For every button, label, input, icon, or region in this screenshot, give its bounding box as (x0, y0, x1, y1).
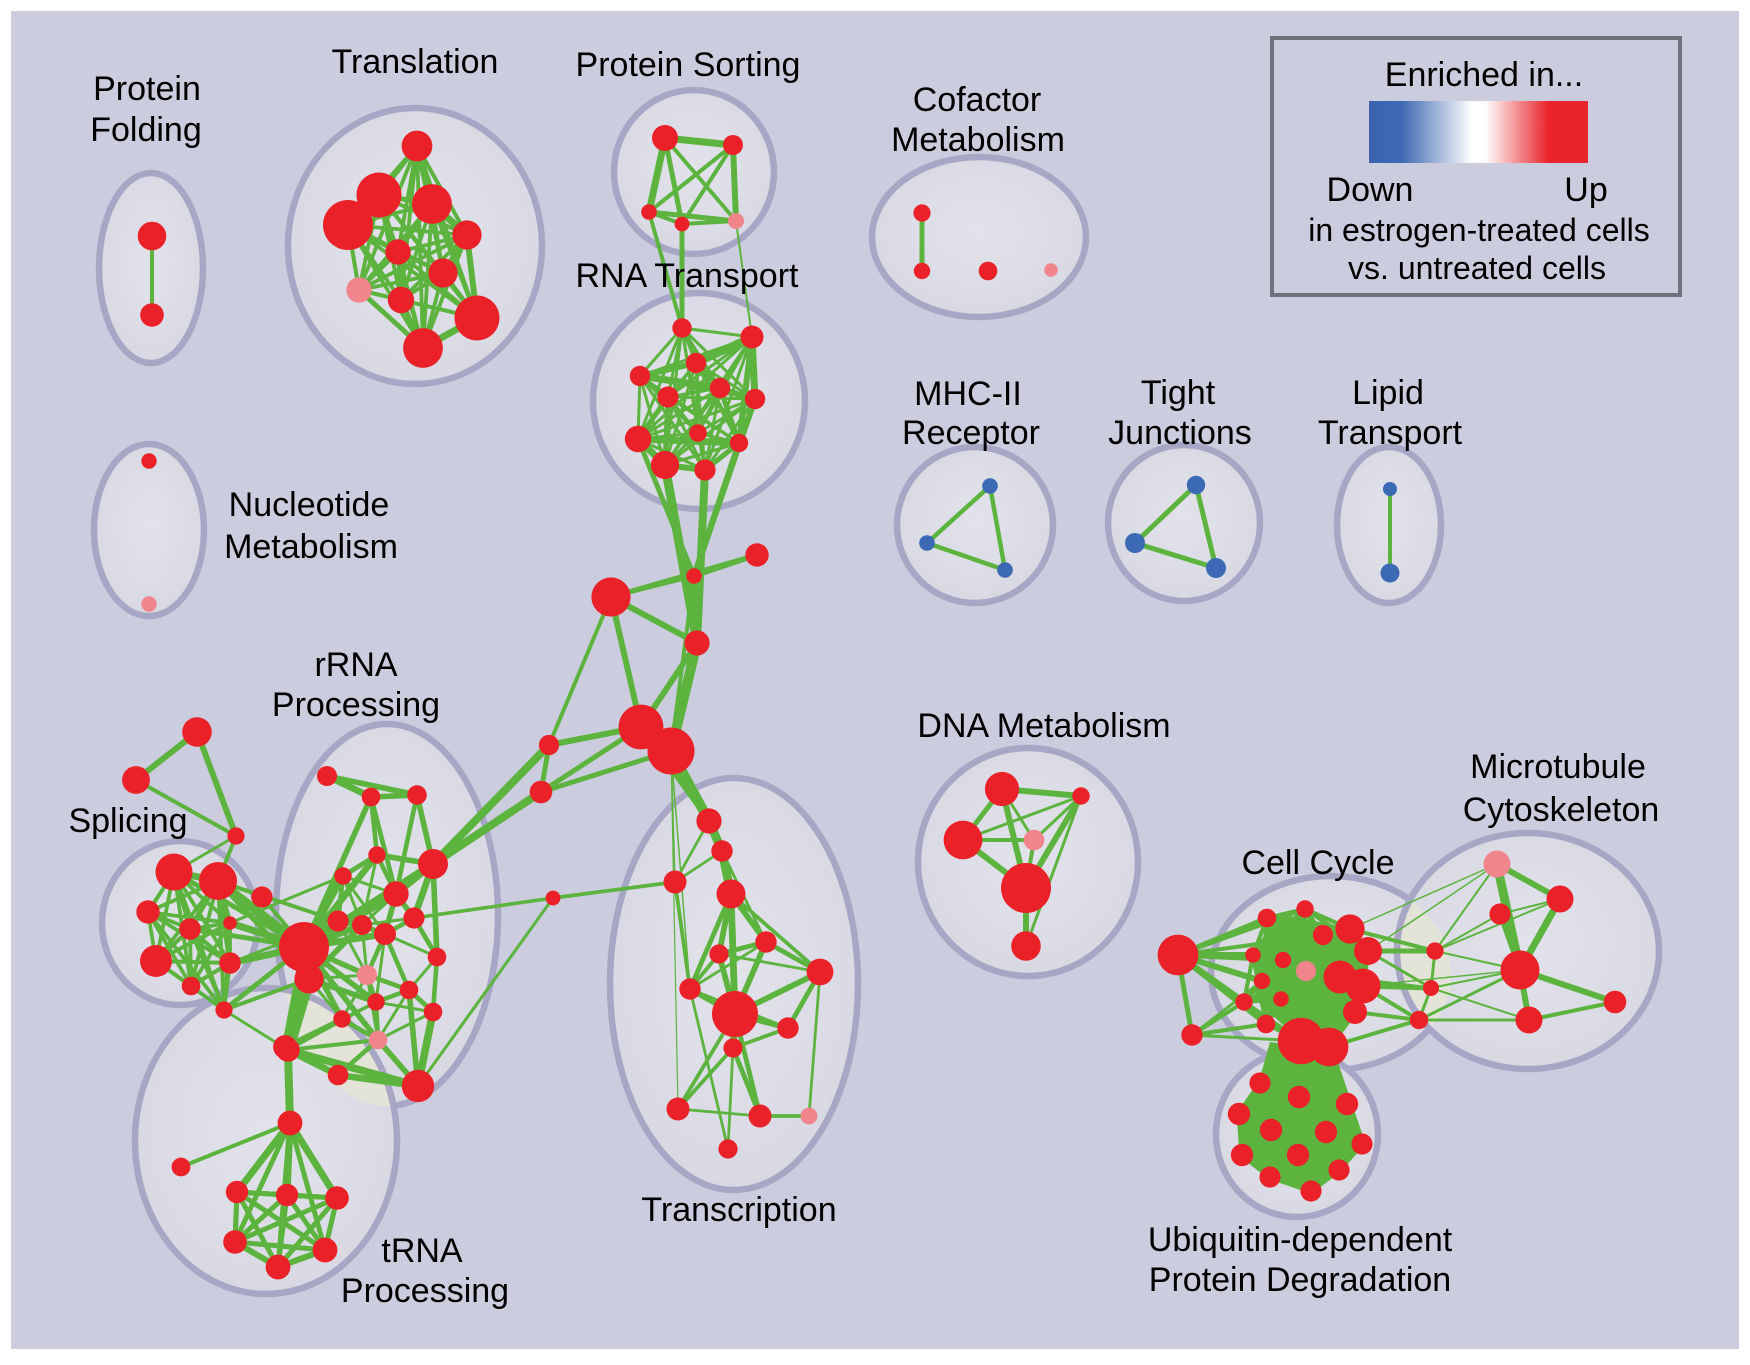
svg-text:Cell Cycle: Cell Cycle (1241, 844, 1394, 882)
svg-text:tRNA: tRNA (381, 1232, 463, 1270)
svg-text:MHC-II: MHC-II (914, 375, 1022, 413)
svg-text:Processing: Processing (272, 686, 440, 724)
svg-text:Metabolism: Metabolism (891, 121, 1065, 159)
svg-text:Protein Degradation: Protein Degradation (1149, 1261, 1451, 1299)
svg-text:rRNA: rRNA (314, 646, 397, 684)
svg-text:Tight: Tight (1141, 374, 1216, 412)
svg-text:Junctions: Junctions (1108, 414, 1252, 452)
svg-text:Up: Up (1564, 171, 1607, 209)
svg-text:Cytoskeleton: Cytoskeleton (1463, 791, 1660, 829)
svg-text:Cofactor: Cofactor (913, 81, 1042, 119)
svg-text:DNA Metabolism: DNA Metabolism (917, 707, 1170, 745)
svg-text:Lipid: Lipid (1352, 374, 1424, 412)
svg-text:Folding: Folding (90, 111, 202, 149)
svg-text:Translation: Translation (332, 43, 499, 81)
svg-text:Protein Sorting: Protein Sorting (576, 46, 801, 84)
svg-text:RNA Transport: RNA Transport (576, 257, 800, 295)
svg-text:Ubiquitin-dependent: Ubiquitin-dependent (1148, 1221, 1453, 1259)
svg-text:Nucleotide: Nucleotide (229, 486, 390, 524)
svg-text:vs. untreated cells: vs. untreated cells (1348, 250, 1606, 286)
svg-text:Enriched in...: Enriched in... (1385, 56, 1583, 94)
svg-text:in estrogen-treated cells: in estrogen-treated cells (1308, 212, 1650, 248)
svg-text:Transport: Transport (1318, 414, 1463, 452)
svg-text:Protein: Protein (93, 70, 201, 108)
svg-text:Receptor: Receptor (902, 414, 1040, 452)
svg-text:Metabolism: Metabolism (224, 528, 398, 566)
svg-text:Transcription: Transcription (641, 1191, 836, 1229)
svg-text:Processing: Processing (341, 1272, 509, 1310)
svg-text:Microtubule: Microtubule (1470, 748, 1646, 786)
svg-text:Splicing: Splicing (68, 802, 187, 840)
svg-text:Down: Down (1327, 171, 1414, 209)
